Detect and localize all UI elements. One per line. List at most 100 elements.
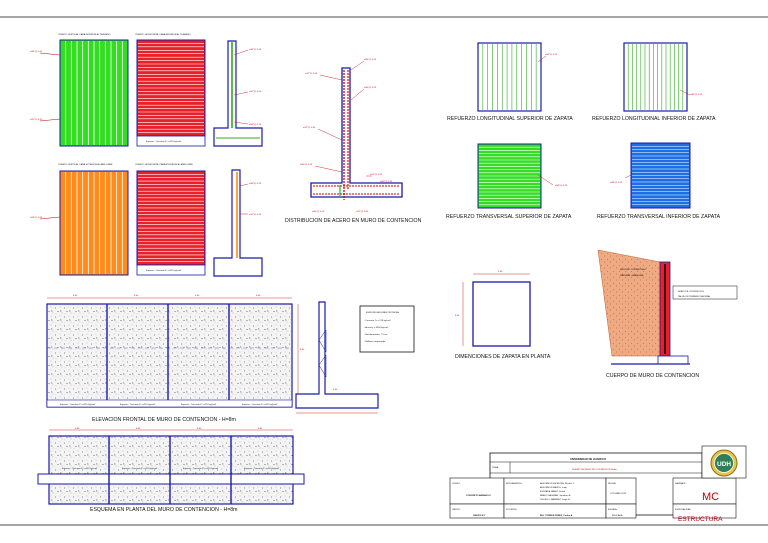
- trans-inf-caption: REFUERZO TRANSVERSAL INFERIOR DE ZAPATA: [597, 214, 721, 220]
- soil-backfill: [597, 249, 661, 357]
- tb-university: UNIVERSIDAD DE HUANUCO: [570, 457, 606, 461]
- tb-docente-label: DOCENTE:: [506, 509, 518, 511]
- plan-note-4: Espacio - Concreto F' c=210 kg/cm2: [244, 467, 280, 470]
- legend-line-2: - Acero fy = 4200 kg/cm2: [364, 326, 389, 329]
- dist-callout-8: ø3/4"@ 0.15: [312, 211, 325, 213]
- long-inf-callout: ø3/4"@ 0.15: [690, 94, 703, 96]
- tb-lamina-label: LAMINA N°:: [675, 482, 687, 485]
- red-bottom-panel-bars: [138, 174, 204, 262]
- soil-note-2: MATERIAL GRANULAR: [620, 274, 644, 277]
- plan-dim-4: 6.00: [258, 428, 263, 430]
- plan-note-1: Espacio - Concreto F' c=210 kg/cm2: [62, 467, 98, 470]
- plan-note-2: Espacio - Concreto F' c=210 kg/cm2: [122, 467, 158, 470]
- wall-footing: [657, 355, 689, 365]
- plan-note-3: Espacio - Concreto F' c=210 kg/cm2: [183, 467, 219, 470]
- elev-dim-3: 6.00: [195, 295, 200, 297]
- red-bottom-panel-group: CUERPO HORIZONTAL CARA EXTERIOR AL AIRE …: [135, 163, 206, 276]
- elev-caption: ELEVACION FRONTAL DE MURO DE CONTENCION …: [92, 417, 236, 423]
- dist-callout-5: ø1/2"@ 0.20: [370, 174, 383, 176]
- plan-panel: [48, 435, 294, 505]
- tb-tema: DISEÑO DE MURO DE CONTENCION H=8m: [572, 468, 617, 471]
- orange-panel-bars: [65, 172, 123, 274]
- dist-callout-3: ø5/8"@ 0.25: [364, 87, 377, 89]
- wall-body-group: RELLENO COMPACTADO MATERIAL GRANULAR MUR…: [597, 249, 738, 379]
- plan-dim-3: 6.00: [197, 428, 202, 430]
- dist-callout-4: ø1/2"@ 0.30: [303, 127, 316, 129]
- tb-lamina: MC: [702, 491, 719, 503]
- wall-body-caption: CUERPO DE MURO DE CONTENCION: [606, 373, 699, 379]
- wall-section-1: [213, 40, 263, 147]
- elev-dim-1: 6.00: [73, 295, 78, 297]
- section-1-group: ø3/4"@ 0.15 ø1/2"@ 0.20 ø5/8"@ 0.25: [213, 40, 263, 147]
- green-vertical-panel-group: CUERPO VERTICAL CARA INTERIOR AL TERRENO…: [30, 33, 129, 147]
- trans-inf-bars: [632, 145, 689, 206]
- tb-integrante-3: ESTRADA PANEZ, Kelvin: [540, 490, 566, 493]
- tb-escala: INDICADA: [612, 514, 623, 517]
- elev-dim-2: 6.00: [134, 295, 139, 297]
- tb-fecha-label: FECHA:: [608, 482, 616, 485]
- section-2-callout-2: ø1/2"@ 0.30: [249, 214, 262, 216]
- elev-dim-4: 6.00: [256, 295, 261, 297]
- red-top-panel-note: Espacio - Concreto F' c=210 kg/cm2: [146, 140, 182, 143]
- legend-line-4: - Relleno compactado: [364, 340, 386, 343]
- plan-wall-strip: [37, 473, 305, 485]
- tb-integrante-2: ALBORNOZ RAMOS, Ludy: [540, 486, 568, 489]
- footing-dim-length: 6.00: [455, 315, 460, 317]
- green-panel-bars: [65, 41, 123, 145]
- title-block: UNIVERSIDAD DE HUANUCO TEMA: DISEÑO DE M…: [449, 445, 747, 523]
- tb-curso-label: CURSO:: [452, 483, 461, 485]
- tb-integrante-1: ALBORNOZ ESPINOZA, Nicolás J.: [540, 482, 575, 485]
- red-bottom-panel-note: Espacio - Concreto F' c=210 kg/cm2: [146, 269, 182, 272]
- plan-caption: ESQUEMA EN PLANTA DEL MURO DE CONTENCION…: [90, 507, 237, 513]
- green-panel-callout-top: ø3/4"@ 0.15: [30, 51, 43, 53]
- legend-line-3: - Recubrimiento: 7.5 cm: [364, 333, 387, 336]
- red-bottom-panel-header: CUERPO HORIZONTAL CARA EXTERIOR AL AIRE …: [135, 163, 193, 166]
- legend-line-1: - Concreto f'c = 210 kg/cm2: [364, 319, 392, 322]
- university-logo: UDH: [710, 449, 738, 477]
- green-panel-header: CUERPO VERTICAL CARA INTERIOR AL TERRENO: [58, 33, 111, 36]
- long-inf-group: ø3/4"@ 0.15 REFUERZO LONGITUDINAL INFERI…: [592, 42, 716, 122]
- tb-tema-label: TEMA:: [492, 466, 499, 469]
- tb-integrante-5: TRUJILLO RAMIREZ, Jorge B.: [540, 498, 571, 501]
- dist-callout-2: ø1/2"@ 0.20: [305, 73, 318, 75]
- plan-dim-2: 6.00: [136, 428, 141, 430]
- long-sup-bars: [482, 44, 537, 110]
- tb-grupo-label: GRUPO:: [452, 509, 461, 511]
- steel-distribution-group: ø3/4"@ 0.15 ø1/2"@ 0.20 ø5/8"@ 0.25 ø1/2…: [285, 59, 422, 224]
- section-2-callout-1: ø5/8"@ 0.25: [249, 183, 262, 185]
- tb-integrante-4: BRAVO SALAZAR, Jonathan B.: [540, 494, 571, 497]
- long-inf-bars: [627, 44, 684, 110]
- long-sup-panel: [477, 42, 542, 112]
- section-1-callout-3: ø5/8"@ 0.25: [249, 124, 262, 126]
- long-sup-caption: REFUERZO LONGITUDINAL SUPERIOR DE ZAPATA: [447, 116, 573, 122]
- elev-note-3: Espacio - Concreto F' c=210 kg/cm2: [181, 403, 217, 406]
- distribution-wall-section: [310, 67, 403, 198]
- trans-inf-callout: ø3/4"@ 0.15: [610, 182, 623, 184]
- red-top-panel-group: CUERPO HORIZONTAL CARA INTERIOR AL TERRE…: [135, 33, 206, 147]
- elev-note-2: Espacio - Concreto F' c=210 kg/cm2: [120, 403, 156, 406]
- tb-integrantes-label: INTEGRANTES:: [506, 482, 523, 485]
- tb-escala-label: ESCALA:: [608, 508, 618, 511]
- footing-dim-width: 5.00: [498, 271, 503, 273]
- orange-panel-callout: ø5/8"@ 0.25: [30, 217, 43, 219]
- wall-section-2: [213, 169, 263, 277]
- tb-fecha: OCTUBRE 2019: [610, 493, 627, 495]
- red-top-panel-bars: [138, 43, 204, 133]
- long-inf-panel: [623, 42, 688, 112]
- footing-plan-group: 5.00 6.00 DIMENCIONES DE ZAPATA EN PLANT…: [455, 271, 551, 360]
- plan-group: 6.00 6.00 6.00 6.00 Espacio - Concreto F…: [37, 428, 305, 513]
- long-sup-callout: ø5/8"@ 0.25: [545, 54, 558, 56]
- trans-sup-caption: REFUERZO TRANSVERSAL SUPERIOR DE ZAPATA: [446, 214, 572, 220]
- trans-inf-group: ø3/4"@ 0.15 REFUERZO TRANSVERSAL INFERIO…: [597, 142, 721, 220]
- legend-group: ESPECIFICACIONES TECNICAS - Concreto f'c…: [359, 305, 415, 353]
- dist-caption: DISTRIBUCION DE ACERO EN MURO DE CONTENC…: [285, 218, 422, 224]
- soil-note-1: RELLENO COMPACTADO: [620, 268, 646, 271]
- section-1-callout-2: ø1/2"@ 0.20: [249, 91, 262, 93]
- dist-callout-1: ø3/4"@ 0.15: [364, 59, 377, 61]
- tb-curso: CONCRETO ARMADO II: [466, 494, 491, 497]
- dist-callout-6: ø5/8"@ 0.25: [380, 181, 393, 183]
- section-2-group: ø5/8"@ 0.25 ø1/2"@ 0.30: [213, 169, 263, 277]
- wall-key-1: MURO DE CONTENCION: [678, 291, 704, 293]
- trans-sup-bars: [479, 146, 540, 206]
- trans-sup-callout: ø5/8"@ 0.25: [555, 185, 568, 187]
